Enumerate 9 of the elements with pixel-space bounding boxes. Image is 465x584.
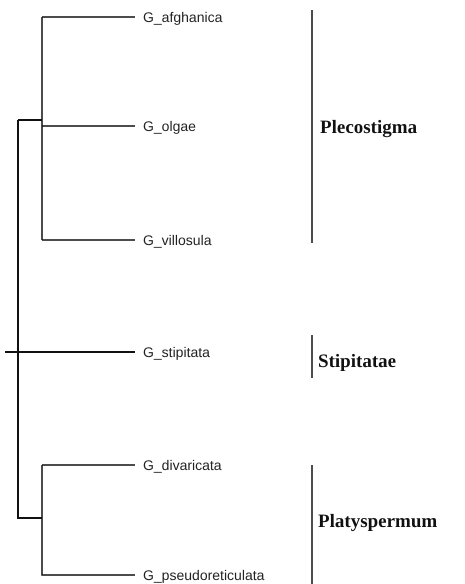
taxon-label: G_divaricata — [143, 457, 222, 473]
taxon-label: G_pseudoreticulata — [143, 567, 264, 583]
clade-name: Plecostigma — [320, 118, 418, 138]
taxon-label: G_stipitata — [143, 344, 210, 360]
taxon-label: G_villosula — [143, 232, 212, 248]
clade-name: Platyspermum — [318, 512, 438, 532]
taxon-label: G_afghanica — [143, 9, 222, 25]
clade-name: Stipitatae — [318, 352, 396, 372]
taxon-label: G_olgae — [143, 118, 196, 134]
